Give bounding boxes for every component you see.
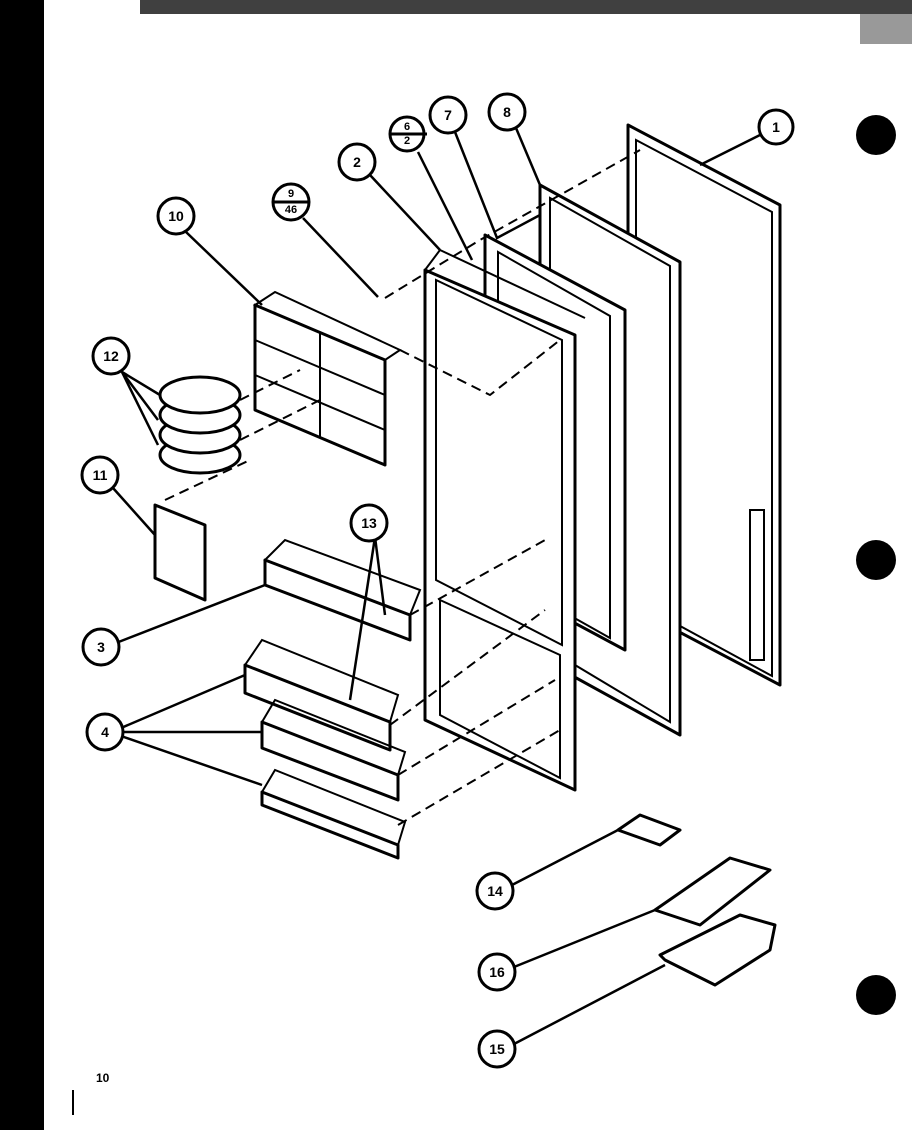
svg-text:8: 8 [503, 104, 511, 120]
callout-1: 1 [757, 108, 795, 146]
scan-top-noise [140, 0, 912, 14]
svg-text:2: 2 [404, 135, 410, 147]
part-small-tray [616, 813, 682, 847]
part-shelf-module [252, 290, 403, 467]
svg-text:6: 6 [404, 121, 410, 133]
callout-2: 2 [337, 142, 377, 182]
scan-top-noise-right [860, 14, 912, 44]
callout-10: 10 [156, 196, 196, 236]
callout-6-2: 62 [388, 115, 427, 153]
svg-text:15: 15 [489, 1041, 505, 1057]
page-number: 10 [96, 1071, 110, 1085]
callout-3: 3 [81, 627, 121, 667]
svg-text:12: 12 [103, 348, 119, 364]
callout-16: 16 [477, 952, 517, 992]
part-shelf-bin [263, 538, 422, 642]
alignment-line [384, 149, 641, 299]
alignment-line [389, 609, 546, 726]
callout-15: 15 [477, 1029, 517, 1069]
svg-text:46: 46 [285, 204, 297, 216]
binder-hole-top [856, 115, 896, 155]
alignment-line [397, 679, 556, 776]
callout-11: 11 [80, 455, 120, 495]
callout-12: 12 [91, 336, 131, 376]
part-bin-lid [653, 856, 772, 927]
svg-text:10: 10 [168, 208, 184, 224]
svg-text:1: 1 [772, 119, 780, 135]
part-door-bins [243, 638, 407, 860]
callout-14: 14 [475, 871, 515, 911]
svg-text:13: 13 [361, 515, 377, 531]
alignment-line [239, 369, 301, 401]
svg-text:14: 14 [487, 883, 503, 899]
callout-9-46: 946 [271, 182, 311, 222]
part-bin [658, 913, 777, 987]
part-cover [153, 503, 207, 602]
callout-13: 13 [349, 503, 389, 543]
svg-text:9: 9 [288, 188, 294, 200]
leader-lines [112, 127, 761, 1046]
svg-text:7: 7 [444, 107, 452, 123]
part-inner-door-frame [423, 249, 586, 792]
binder-hole-middle [856, 540, 896, 580]
svg-text:3: 3 [97, 639, 105, 655]
callout-7: 7 [428, 95, 468, 135]
svg-text:4: 4 [101, 724, 109, 740]
svg-text:2: 2 [353, 154, 361, 170]
svg-text:16: 16 [489, 964, 505, 980]
callout-4: 4 [85, 712, 125, 752]
scan-left-border [0, 0, 44, 1130]
part-containers [158, 375, 242, 475]
callout-8: 8 [487, 92, 527, 132]
svg-text:11: 11 [93, 467, 108, 483]
alignment-line [409, 539, 546, 616]
binder-hole-bottom [856, 975, 896, 1015]
alignment-line [399, 339, 561, 397]
